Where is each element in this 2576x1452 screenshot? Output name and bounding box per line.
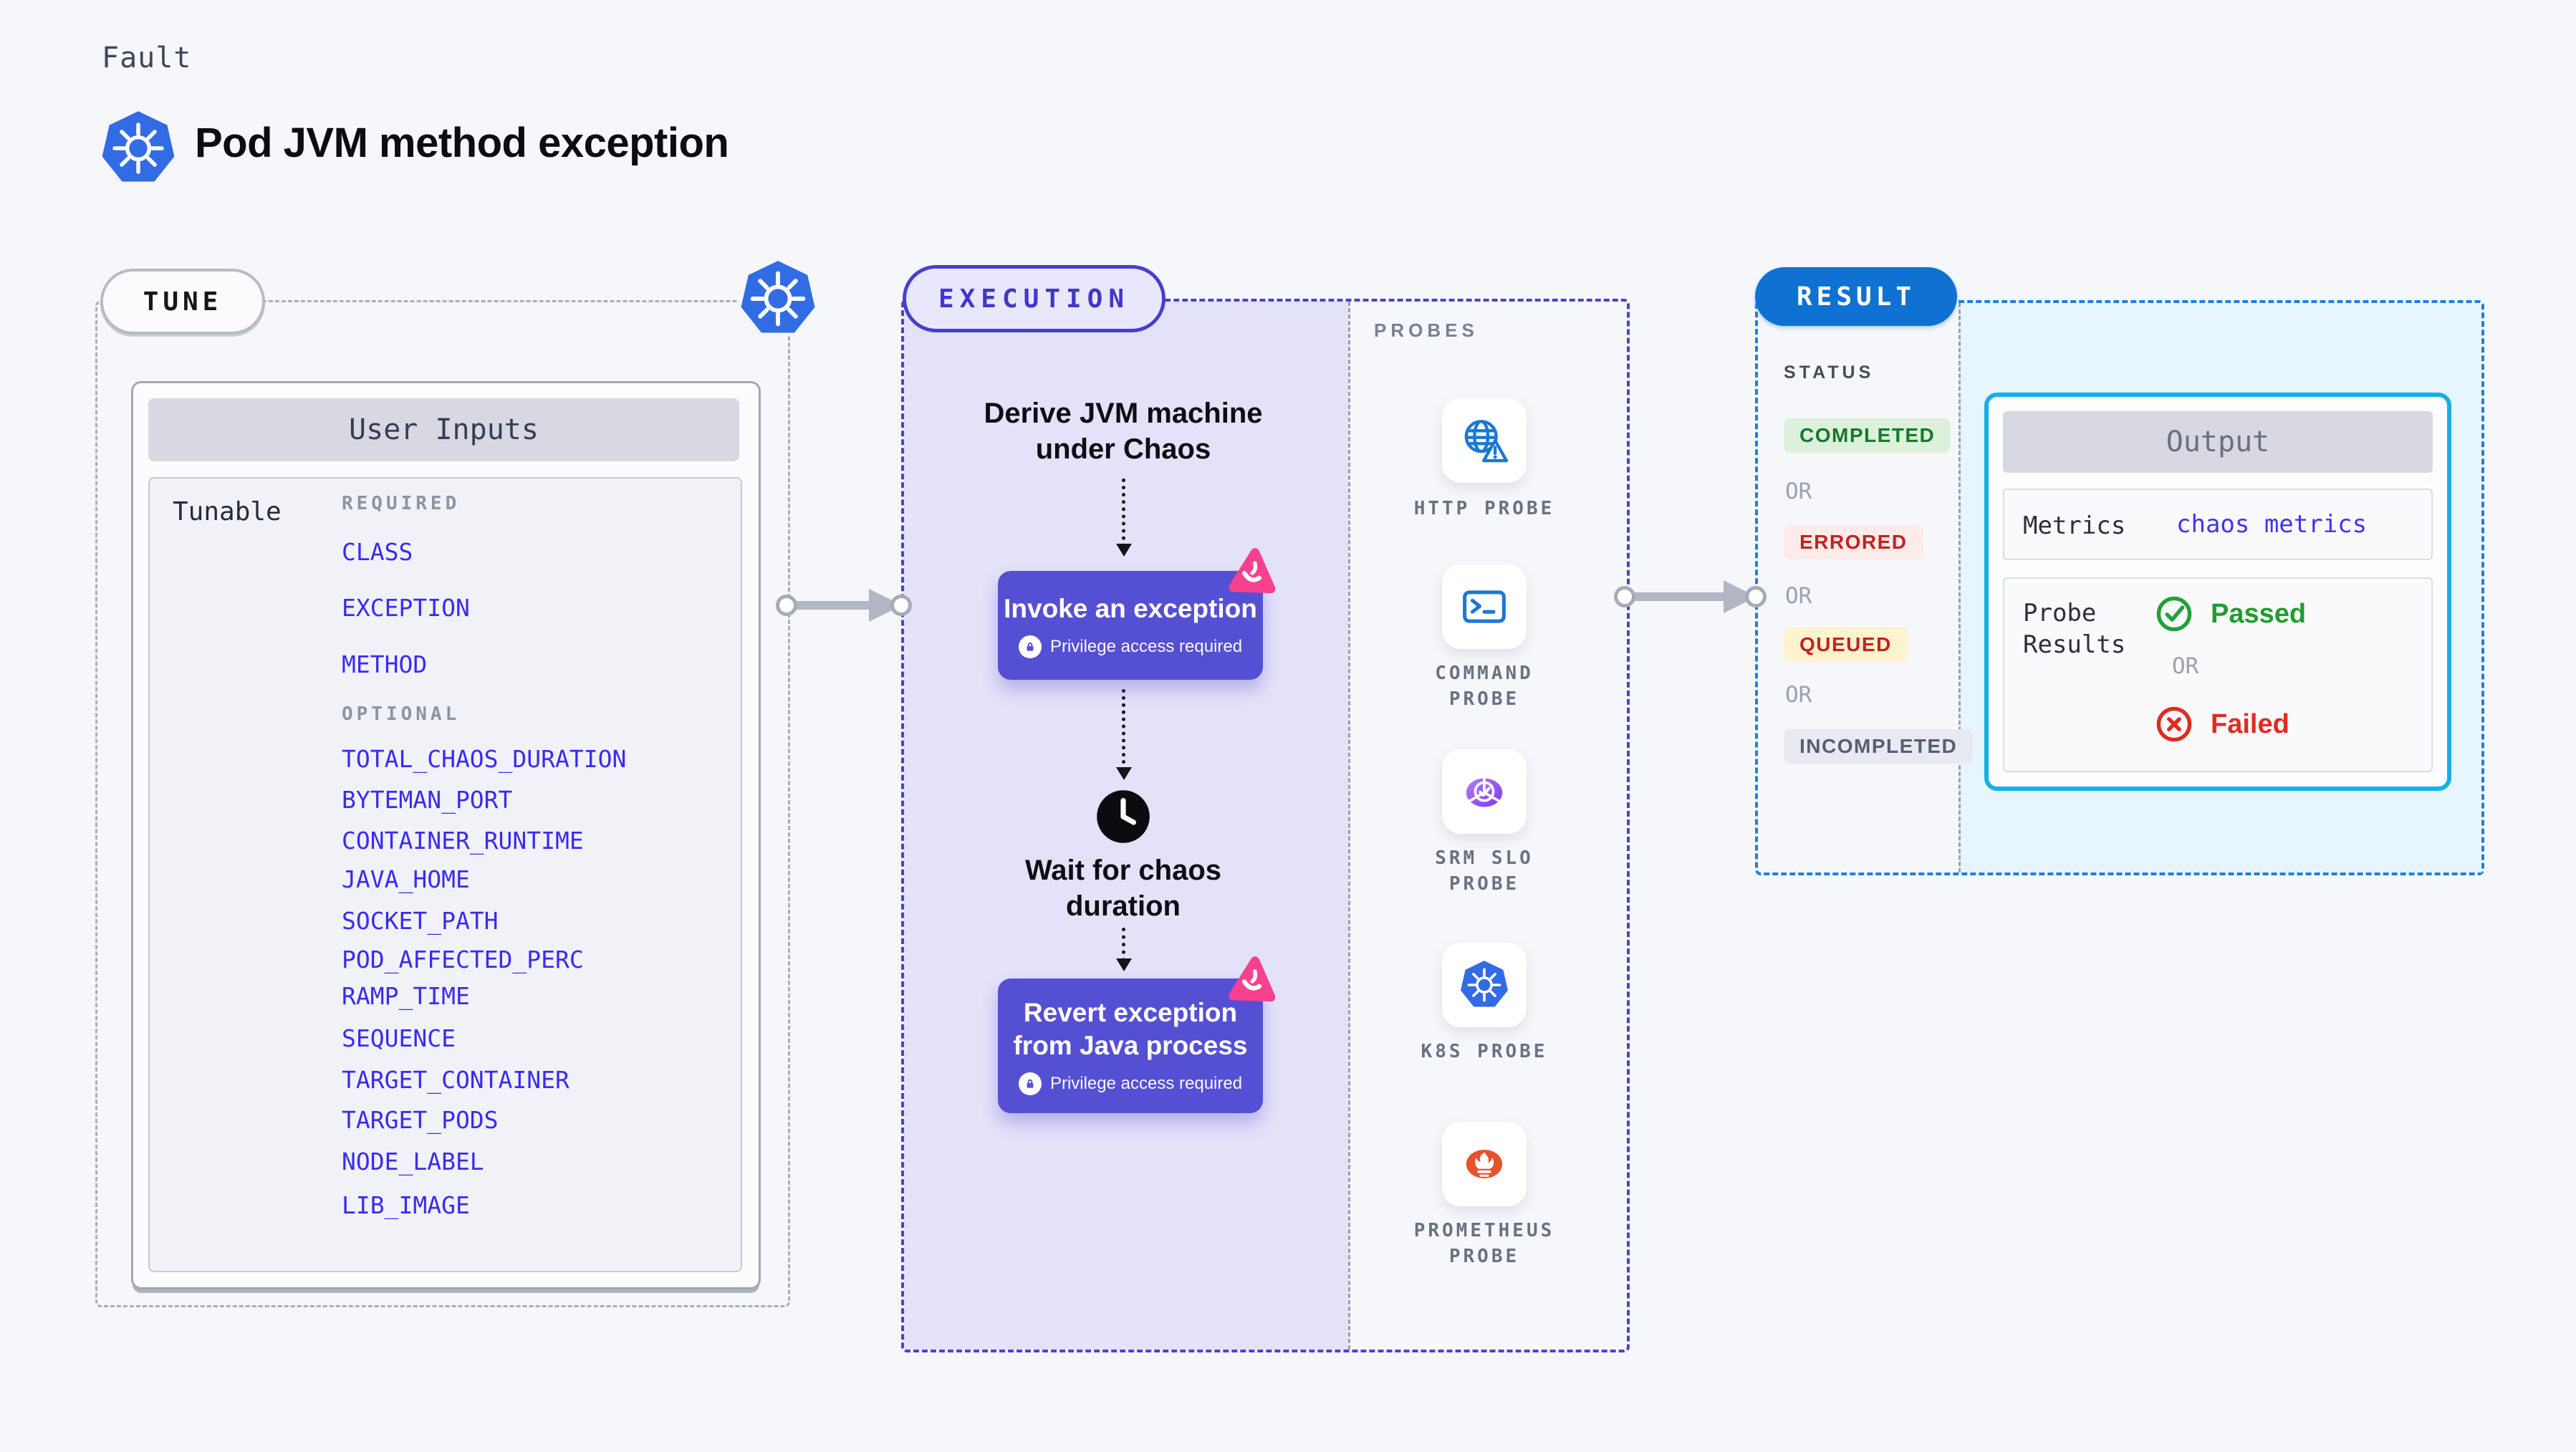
lock-icon [1018, 1072, 1042, 1095]
execution-badge: EXECUTION [903, 265, 1166, 332]
command-probe-card [1442, 564, 1527, 649]
invoke-exception-label: Invoke an exception [1004, 594, 1257, 623]
prometheus-probe-card [1442, 1122, 1527, 1206]
user-inputs-list [148, 477, 742, 1272]
status-column-label: STATUS [1784, 362, 1875, 383]
user-inputs-title: User Inputs [148, 398, 739, 461]
metrics-label: Metrics [2023, 511, 2126, 540]
output-title: Output [2003, 411, 2433, 473]
or-separator: OR [1785, 583, 1812, 609]
privilege-note: Privilege access required [1049, 637, 1243, 656]
probes-divider [1348, 302, 1350, 1350]
flow-arrow-1 [1116, 479, 1132, 557]
metrics-row: Metrics chaos metrics [2003, 489, 2433, 560]
param-sequence: SEQUENCE [342, 1024, 456, 1052]
page-title: Pod JVM method exception [195, 120, 729, 166]
or-separator: OR [2172, 653, 2199, 679]
passed-check-icon [2156, 596, 2192, 632]
wait-step-label: Wait for chaos duration [1024, 855, 1222, 922]
revert-exception-label: Revert exception from Java process [1013, 998, 1248, 1060]
status-badge-queued: QUEUED [1784, 628, 1908, 662]
probe-results-label: Probe Results [2023, 599, 2126, 659]
status-badge-errored: ERRORED [1784, 525, 1923, 559]
param-target-container: TARGET_CONTAINER [342, 1066, 569, 1094]
metrics-value: chaos metrics [2176, 510, 2368, 539]
optional-group-label: OPTIONAL [342, 703, 461, 725]
privilege-note: Privilege access required [1049, 1074, 1243, 1093]
or-separator: OR [1785, 479, 1812, 504]
http-probe-icon [1464, 420, 1509, 463]
status-output-divider [1959, 303, 1961, 872]
param-byteman-port: BYTEMAN_PORT [342, 786, 513, 814]
param-pod-affected-perc: POD_AFFECTED_PERC [342, 946, 584, 973]
param-target-pods: TARGET_PODS [342, 1106, 499, 1134]
revert-exception-step: Revert exception from Java process Privi… [998, 979, 1263, 1113]
param-java-home: JAVA_HOME [342, 865, 470, 893]
or-separator: OR [1785, 682, 1812, 708]
flow-arrow-2 [1116, 689, 1132, 780]
param-class: CLASS [342, 538, 413, 566]
kubernetes-icon [1461, 961, 1508, 1007]
tunable-row-label: Tunable [173, 497, 282, 527]
passed-label: Passed [2211, 598, 2307, 629]
failed-label: Failed [2211, 708, 2289, 739]
command-probe-icon [1463, 590, 1506, 623]
http-probe-card [1442, 398, 1527, 483]
param-container-runtime: CONTAINER_RUNTIME [342, 827, 584, 855]
k8s-probe-label: K8S PROBE [1421, 1041, 1548, 1062]
output-card: Output Metrics chaos metrics Probe Resul… [1984, 393, 2451, 791]
prometheus-icon [1466, 1150, 1503, 1178]
command-probe-label: COMMAND PROBE [1435, 663, 1534, 710]
probe-results-row: Probe Results Passed OR Failed [2003, 577, 2433, 772]
flow-arrow-3 [1116, 928, 1132, 971]
probes-column-label: PROBES [1374, 319, 1479, 341]
http-probe-label: HTTP PROBE [1413, 498, 1555, 519]
kubernetes-icon [102, 111, 175, 182]
param-ramp-time: RAMP_TIME [342, 982, 470, 1010]
derive-step-label: Derive JVM machine under Chaos [984, 398, 1263, 465]
srm-slo-probe-card [1442, 749, 1527, 834]
lock-icon [1018, 635, 1042, 658]
tune-section [95, 300, 790, 1307]
prometheus-probe-label: PROMETHEUS PROBE [1413, 1220, 1555, 1267]
chaos-icon [1229, 956, 1276, 1002]
k8s-probe-card [1442, 943, 1527, 1027]
param-total-chaos-duration: TOTAL_CHAOS_DURATION [342, 745, 627, 773]
chaos-icon [1229, 548, 1276, 594]
fault-eyebrow: Fault [102, 42, 192, 74]
status-badge-completed: COMPLETED [1784, 418, 1951, 453]
invoke-exception-step: Invoke an exception Privilege access req… [998, 571, 1263, 680]
param-exception: EXCEPTION [342, 594, 470, 622]
clock-icon [1097, 790, 1150, 843]
param-socket-path: SOCKET_PATH [342, 907, 499, 935]
param-method: METHOD [342, 650, 428, 678]
srm-slo-probe-icon [1466, 777, 1503, 807]
param-lib-image: LIB_IMAGE [342, 1191, 470, 1219]
kubernetes-icon [737, 256, 819, 337]
tune-badge: TUNE [100, 269, 265, 335]
status-badge-incompleted: INCOMPLETED [1784, 729, 1974, 764]
result-badge: RESULT [1755, 267, 1957, 326]
srm-slo-probe-label: SRM SLO PROBE [1435, 847, 1534, 895]
failed-x-icon [2156, 706, 2192, 742]
param-node-label: NODE_LABEL [342, 1148, 484, 1175]
required-group-label: REQUIRED [342, 493, 461, 514]
